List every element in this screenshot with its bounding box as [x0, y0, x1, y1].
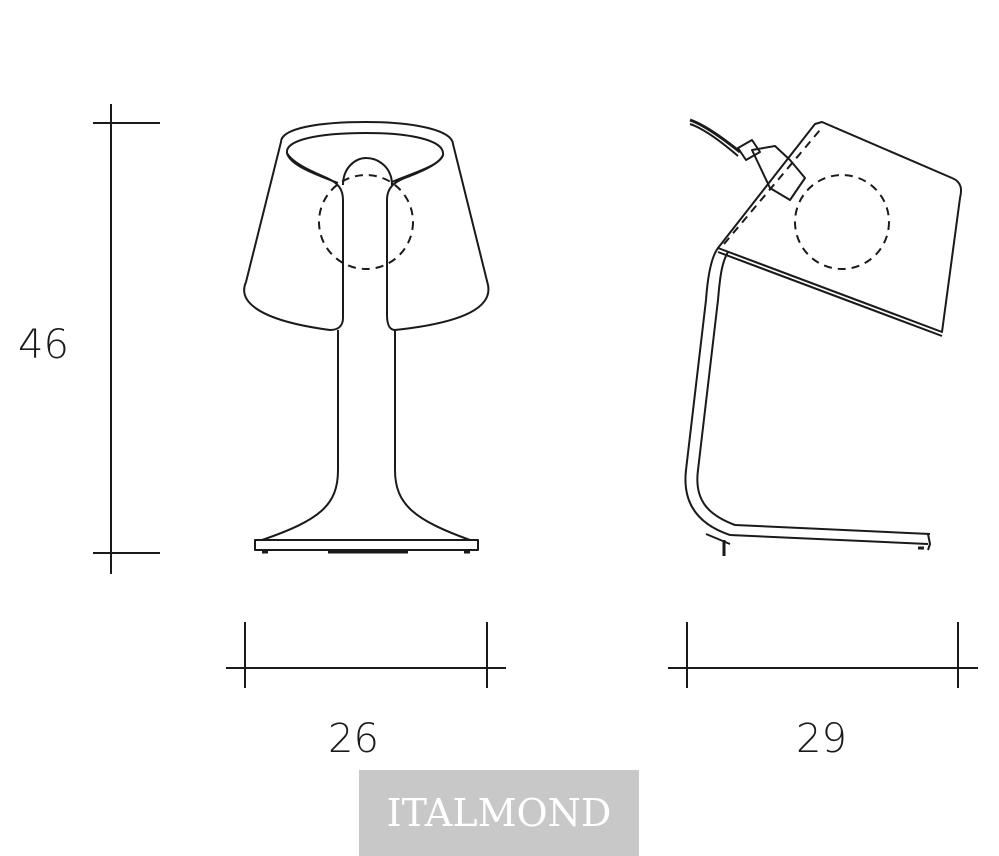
brand-watermark: ITALMOND — [359, 770, 639, 856]
lamp-front-view — [243, 121, 490, 554]
front-width-value: 26 — [328, 716, 379, 762]
front-width-dimension — [226, 622, 506, 688]
side-width-value: 29 — [796, 716, 847, 762]
brand-logo-text: ITALMOND — [386, 791, 612, 835]
lamp-side-view — [684, 118, 962, 556]
side-width-dimension — [668, 622, 978, 688]
height-value: 46 — [18, 322, 69, 368]
height-dimension — [93, 104, 160, 574]
